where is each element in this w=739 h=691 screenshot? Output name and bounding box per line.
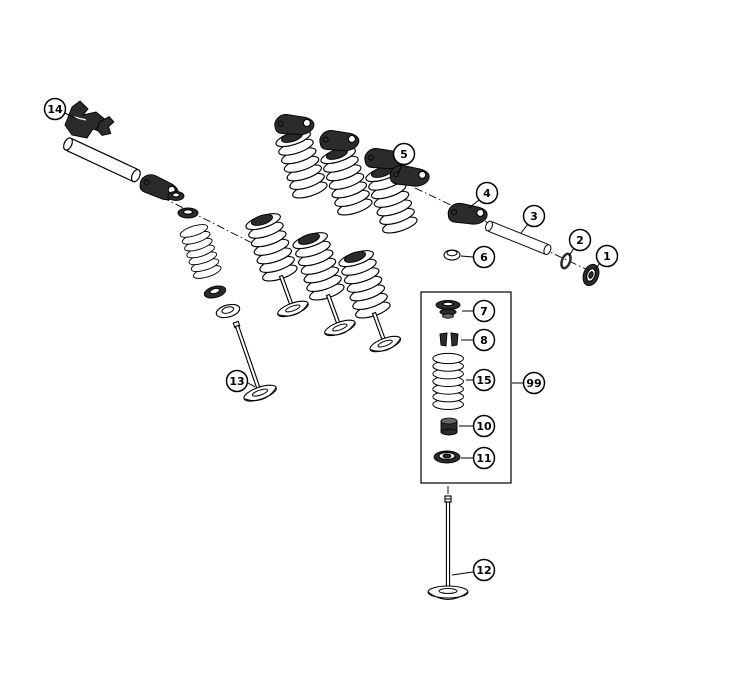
callout-number: 5 xyxy=(400,148,408,161)
spring-retainer-lower-1 xyxy=(250,214,274,226)
part-10-spring-seat xyxy=(440,417,458,436)
part-3-shaft xyxy=(483,219,553,257)
callout-circle[interactable] xyxy=(595,244,619,268)
callout-number: 10 xyxy=(476,420,492,433)
callout-leader-line xyxy=(520,223,529,234)
callout-number: 99 xyxy=(526,377,541,390)
seal-ring-left xyxy=(203,285,227,299)
callout-circle[interactable] xyxy=(472,446,496,470)
callout-circle[interactable] xyxy=(225,369,249,393)
callout-4[interactable]: 4 xyxy=(468,181,499,209)
callout-circle[interactable] xyxy=(43,97,67,121)
callout-number: 7 xyxy=(480,305,488,318)
callout-number: 11 xyxy=(476,452,491,465)
callout-5[interactable]: 5 xyxy=(392,142,416,175)
callout-2[interactable]: 2 xyxy=(568,228,592,257)
callout-8[interactable]: 8 xyxy=(461,328,496,352)
callout-circle[interactable] xyxy=(392,142,416,166)
callout-11[interactable]: 11 xyxy=(461,446,496,470)
valve-cluster-3 xyxy=(367,311,404,356)
callout-number: 8 xyxy=(480,334,488,347)
spring-retainer-lower-3 xyxy=(343,251,367,263)
spring-seat-left xyxy=(215,303,241,319)
callout-10[interactable]: 10 xyxy=(459,414,496,438)
valve-12 xyxy=(427,495,469,600)
callout-circle[interactable] xyxy=(472,245,496,269)
part-7-spring-retainer xyxy=(435,300,461,319)
callout-circle[interactable] xyxy=(475,181,499,205)
valve-13 xyxy=(232,320,279,406)
washer-left xyxy=(177,207,199,219)
part-11-stem-seal xyxy=(433,450,461,464)
part-15-valve-spring xyxy=(432,352,464,410)
callout-leader-line xyxy=(468,199,480,209)
callout-number: 3 xyxy=(530,210,538,223)
part-1-end-cap xyxy=(582,263,600,287)
callout-7[interactable]: 7 xyxy=(462,299,496,323)
callout-number: 15 xyxy=(476,374,491,387)
callout-14[interactable]: 14 xyxy=(43,97,78,121)
part-2-snap-ring xyxy=(560,252,572,270)
callout-3[interactable]: 3 xyxy=(520,204,546,234)
callout-circle[interactable] xyxy=(522,371,546,395)
retainer-clip xyxy=(96,115,115,136)
callout-leader-line xyxy=(594,262,601,271)
callout-leader-line xyxy=(64,112,78,120)
callout-6[interactable]: 6 xyxy=(460,245,496,269)
part-6-cap xyxy=(443,249,461,261)
callout-leader-line xyxy=(397,164,403,175)
part-8-valve-keepers xyxy=(439,332,459,347)
part-14-retainer-bracket xyxy=(64,100,108,139)
callout-number: 4 xyxy=(483,187,491,200)
callout-number: 2 xyxy=(576,234,584,247)
callout-leader-line xyxy=(247,382,256,388)
callout-leader-line xyxy=(451,571,474,576)
callout-number: 12 xyxy=(476,564,491,577)
callout-12[interactable]: 12 xyxy=(451,558,496,582)
callout-number: 6 xyxy=(480,251,488,264)
rocker-shaft-left xyxy=(61,135,143,184)
callout-number: 1 xyxy=(603,250,611,263)
parts-group-box xyxy=(420,291,512,484)
callout-circle[interactable] xyxy=(472,299,496,323)
callout-number: 13 xyxy=(229,375,244,388)
callout-circle[interactable] xyxy=(522,204,546,228)
callout-99[interactable]: 99 xyxy=(512,371,546,395)
valve-cluster-1 xyxy=(275,274,311,321)
valve-cluster-2 xyxy=(322,293,358,340)
spring-left-small xyxy=(178,221,223,282)
callout-circle[interactable] xyxy=(472,368,496,392)
callout-circle[interactable] xyxy=(472,558,496,582)
callout-number: 14 xyxy=(47,103,63,116)
clip-ring-left xyxy=(167,191,185,201)
callout-circle[interactable] xyxy=(472,414,496,438)
callout-circle[interactable] xyxy=(568,228,592,252)
callout-circle[interactable] xyxy=(472,328,496,352)
callout-leader-line xyxy=(460,255,474,258)
callout-1[interactable]: 1 xyxy=(594,244,619,271)
callout-13[interactable]: 13 xyxy=(225,369,256,393)
callout-leader-line xyxy=(568,247,575,257)
spring-retainer-lower-2 xyxy=(297,233,321,245)
callout-15[interactable]: 15 xyxy=(466,368,496,392)
part-4-rocker-arm xyxy=(446,200,489,227)
